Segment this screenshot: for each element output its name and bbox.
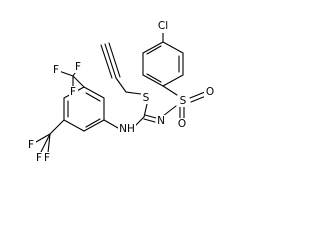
bond-ring1-inner-3 xyxy=(146,45,162,55)
bond-ring2-inner-3 xyxy=(85,118,101,128)
atom-o-bottom: O xyxy=(177,118,188,130)
bond-ring2-b xyxy=(83,86,105,99)
bond-ring1-d xyxy=(142,74,164,87)
bond-cf3-bottom-f-b xyxy=(39,133,51,155)
bond-s-o-top-1 xyxy=(189,91,206,99)
bond-cf3-bottom-f-a xyxy=(35,133,51,143)
bond-ring2-f xyxy=(83,119,105,132)
atom-o-top-label: O xyxy=(206,86,214,98)
atom-n-imine-label: N xyxy=(157,115,165,127)
bond-s-o-top-2 xyxy=(190,95,207,103)
bond-ch2-alkyne xyxy=(115,77,127,93)
atom-cl: Cl xyxy=(156,20,171,33)
atom-f-bottom-c-label: F xyxy=(44,152,50,164)
atom-f-bottom-c: F xyxy=(43,152,52,164)
atom-f-bottom-b: F xyxy=(35,152,44,164)
atom-cl-label: Cl xyxy=(158,20,168,32)
bond-ring2-inner-1 xyxy=(85,92,101,102)
bond-ring1-s xyxy=(162,85,178,96)
bond-cf3-top-f-a xyxy=(58,70,74,77)
atom-label-layer: Cl S O O N S NH F xyxy=(27,20,215,164)
atom-o-bottom-label: O xyxy=(178,118,186,130)
atom-nh: NH xyxy=(118,123,136,135)
bond-c-s-thio xyxy=(143,103,148,118)
atom-f-top-c-label: F xyxy=(70,86,76,98)
bond-ring1-inner-2 xyxy=(146,73,162,83)
atom-f-top-a: F xyxy=(52,64,61,76)
bond-layer xyxy=(35,31,207,155)
bond-nh-aryl xyxy=(103,119,119,129)
bond-ring2-cf3-bottom xyxy=(49,119,65,135)
atom-f-bottom-a-label: F xyxy=(28,139,34,151)
bond-c-nh xyxy=(134,116,145,127)
atom-f-top-c: F xyxy=(69,86,78,98)
atom-f-top-b: F xyxy=(74,61,83,73)
bond-ring1-f xyxy=(142,41,164,54)
atom-f-top-b-label: F xyxy=(75,61,81,73)
atom-s-thio: S xyxy=(141,92,151,104)
bond-ring2-e xyxy=(63,119,85,132)
bond-triple-1 xyxy=(104,43,117,79)
bond-triple-2 xyxy=(100,44,113,79)
bond-s-ch2 xyxy=(125,91,142,95)
atom-n-imine: N xyxy=(156,115,167,127)
molecule-diagram: Cl S O O N S NH F xyxy=(27,20,215,164)
atom-s-sulfonyl: S xyxy=(178,95,188,107)
atom-f-top-a-label: F xyxy=(53,64,59,76)
atom-o-top: O xyxy=(204,86,215,98)
bond-n-c-1 xyxy=(144,114,157,119)
bond-ring1-c xyxy=(162,74,184,87)
bond-ring1-a xyxy=(162,41,184,54)
atom-f-bottom-a: F xyxy=(27,139,36,151)
bond-s-n xyxy=(162,105,177,117)
atom-f-bottom-b-label: F xyxy=(36,152,42,164)
bond-n-c-2 xyxy=(143,118,156,123)
bond-ring2-cf3-top xyxy=(72,75,85,88)
bond-cf3-bottom-f-c xyxy=(47,133,51,154)
atom-s-sulfonyl-label: S xyxy=(180,95,187,107)
atom-nh-label: NH xyxy=(119,123,135,135)
bond-triple-3 xyxy=(108,42,121,78)
atom-s-thio-label: S xyxy=(143,92,150,104)
